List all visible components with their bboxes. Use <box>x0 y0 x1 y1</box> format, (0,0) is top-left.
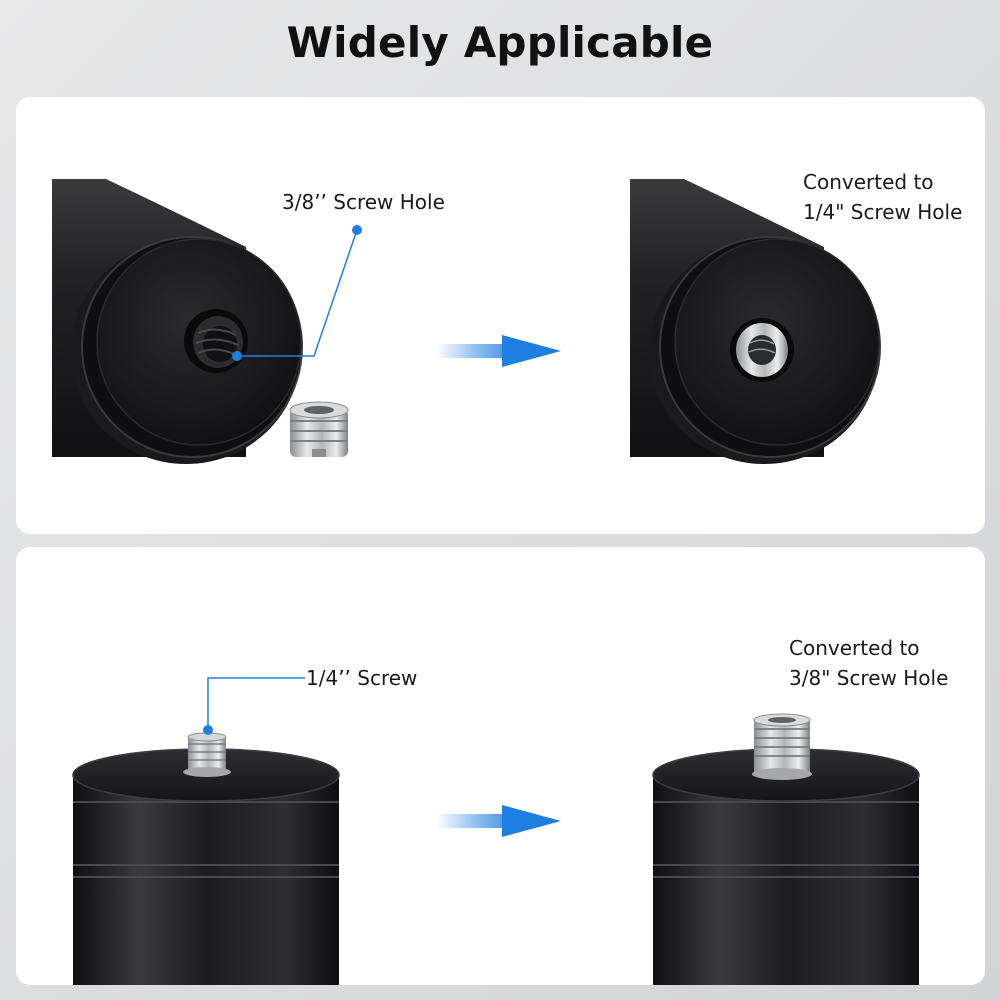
right-handle-end-with-1-4-hole <box>630 179 881 464</box>
page-title: Widely Applicable <box>286 18 714 67</box>
right-handle-with-3-8-adapter <box>652 713 920 985</box>
callout-3-8-hole <box>232 225 362 361</box>
callout-label-3-8-screw-hole: 3/8’’ Screw Hole <box>282 190 445 214</box>
result-label-line-2: 3/8" Screw Hole <box>789 666 949 690</box>
top-panel-illustration <box>52 179 881 464</box>
arrow-right-icon <box>436 805 561 837</box>
arrow-right-icon <box>436 335 561 367</box>
top-panel: 3/8’’ Screw Hole Converted to 1/4" Screw… <box>16 97 985 534</box>
callout-label-1-4-screw: 1/4’’ Screw <box>306 666 418 690</box>
bottom-panel-illustration <box>72 677 920 985</box>
result-label-line-1: Converted to <box>803 170 934 194</box>
result-label-line-1: Converted to <box>789 636 920 660</box>
left-handle-end-with-3-8-hole <box>52 179 303 464</box>
adapter-screw-icon <box>289 401 349 457</box>
callout-1-4-screw <box>203 677 305 735</box>
left-handle-with-1-4-screw <box>72 732 340 985</box>
result-label-line-2: 1/4" Screw Hole <box>803 200 963 224</box>
bottom-panel: 1/4’’ Screw Converted to 3/8" Screw Hole <box>16 547 985 985</box>
